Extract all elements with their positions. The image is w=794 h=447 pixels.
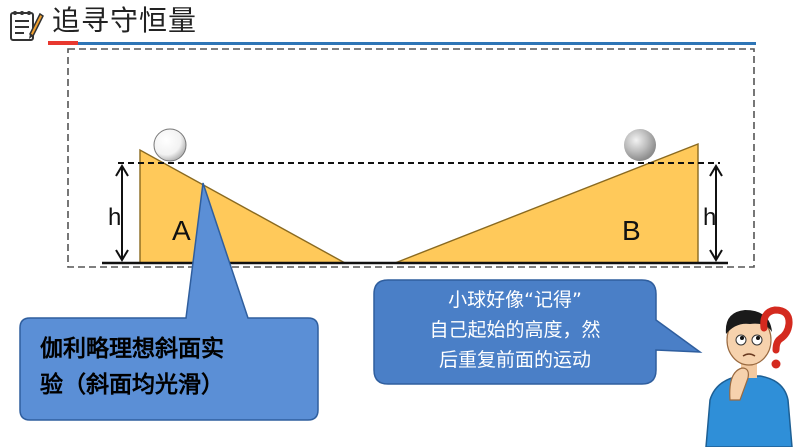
title-underline [48,42,756,45]
galileo-callout-line1: 伽利略理想斜面实 [40,336,224,362]
page-title: 追寻守恒量 [52,4,198,37]
ramp-b [394,142,699,264]
galileo-callout-shape [19,182,319,421]
question-mark-icon [760,306,793,369]
ball-start [153,128,187,162]
height-label-right: h [703,204,716,231]
ball-end [624,129,656,161]
ramp-a-label: A [172,215,191,246]
title-underline-accent [48,41,78,45]
speech-bubble-shape [373,279,703,385]
speech-bubble-line3: 后重复前面的运动 [438,349,591,371]
speech-bubble-line1: 小球好像“记得” [448,289,582,311]
notepad-pencil-icon [4,4,44,44]
ramp-b-label: B [622,215,641,246]
thinking-person-icon [705,310,793,447]
height-arrow-left [115,164,129,262]
ramp-a [139,148,346,264]
dashed-frame [67,48,755,268]
speech-bubble-line2: 自己起始的高度，然 [429,319,601,341]
galileo-callout-line2: 验（斜面均光滑） [40,372,224,398]
height-label-left: h [108,204,121,231]
height-arrow-right [709,164,723,262]
